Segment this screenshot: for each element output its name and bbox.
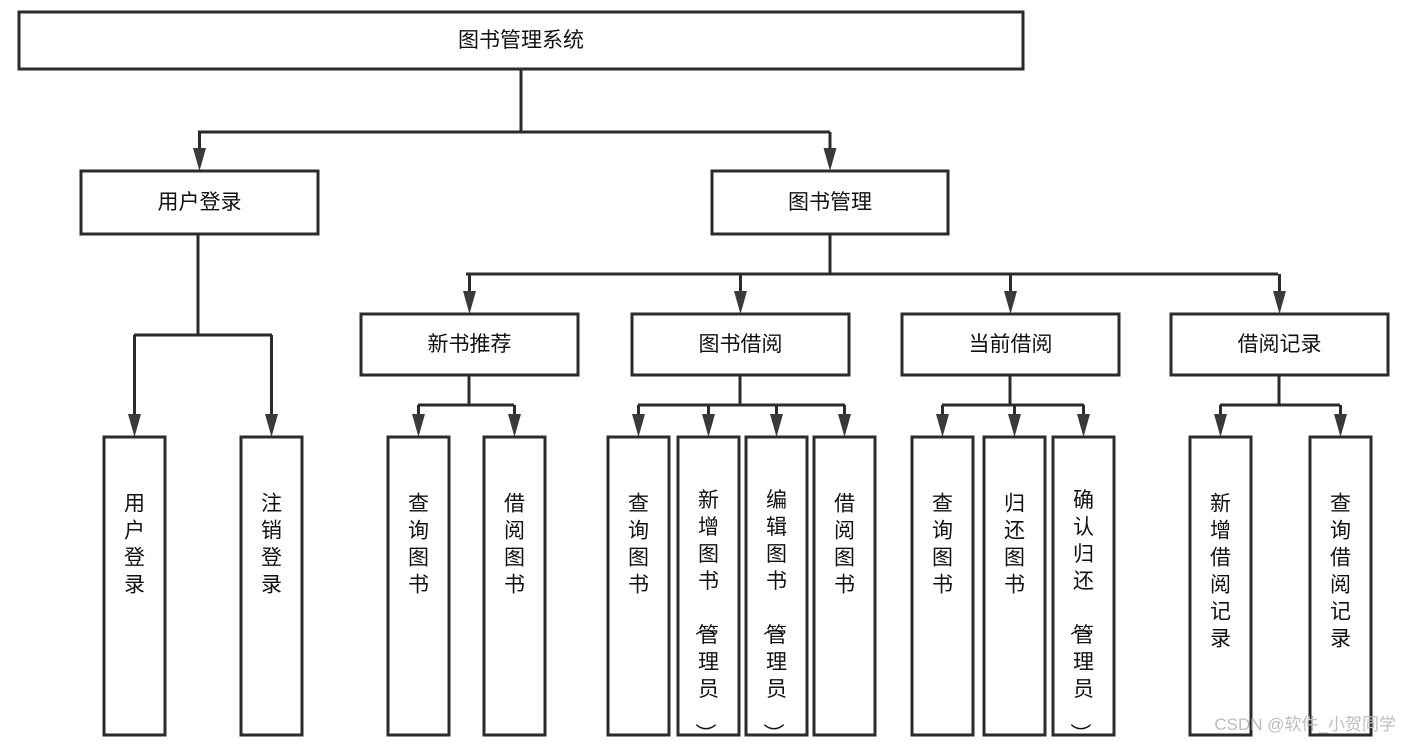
node-leaf-query-book-borrow[interactable]: 查询图书 <box>606 435 671 737</box>
node-box-leaf-query-borrow-record[interactable] <box>1308 435 1373 737</box>
node-leaf-logout[interactable]: 注销登录 <box>239 435 304 737</box>
arrow-head-icon <box>508 414 521 437</box>
node-box-leaf-logout[interactable] <box>239 435 304 737</box>
arrow-head-icon <box>936 414 949 437</box>
arrow-head-icon <box>265 414 278 437</box>
arrow-head-icon <box>1077 414 1090 437</box>
arrow-head-icon <box>770 414 783 437</box>
node-root[interactable]: 图书管理系统 <box>17 10 1025 71</box>
node-box-current-borrow[interactable] <box>900 312 1121 377</box>
node-box-leaf-add-book[interactable] <box>676 435 741 737</box>
node-leaf-borrow-book[interactable]: 借阅图书 <box>812 435 877 737</box>
node-label-book-borrow: 图书借阅 <box>699 333 783 356</box>
arrow-head-icon <box>128 414 141 437</box>
node-leaf-query-borrow-record[interactable]: 查询借阅记录 <box>1308 435 1373 737</box>
node-label-leaf-borrow-book: 借阅图书 <box>834 492 855 596</box>
arrow-head-icon <box>632 414 645 437</box>
csdn-watermark: CSDN @软件_小贺同学 <box>1214 715 1396 734</box>
node-label-leaf-confirm-return: 确认归还（管理员） <box>1068 489 1094 744</box>
node-label-leaf-user-login: 用户登录 <box>124 492 145 596</box>
node-borrow-record[interactable]: 借阅记录 <box>1169 312 1390 377</box>
node-leaf-query-book-recommend[interactable]: 查询图书 <box>386 435 451 737</box>
node-box-book-management[interactable] <box>710 169 950 236</box>
node-label-leaf-logout: 注销登录 <box>261 492 282 596</box>
node-book-management[interactable]: 图书管理 <box>710 169 950 236</box>
node-box-leaf-return-book[interactable] <box>982 435 1047 737</box>
node-leaf-confirm-return[interactable]: 确认归还（管理员） <box>1051 435 1116 744</box>
node-leaf-query-book-current[interactable]: 查询图书 <box>910 435 975 737</box>
connector-layer <box>128 69 1347 437</box>
arrow-head-icon <box>823 148 837 171</box>
node-leaf-edit-book[interactable]: 编辑图书（管理员） <box>744 435 809 744</box>
node-box-leaf-add-borrow-record[interactable] <box>1188 435 1253 737</box>
node-book-borrow[interactable]: 图书借阅 <box>630 312 851 377</box>
node-label-leaf-add-book: 新增图书（管理员） <box>693 489 719 744</box>
node-label-new-book-recommend: 新书推荐 <box>428 333 512 356</box>
node-label-root: 图书管理系统 <box>458 29 584 52</box>
node-new-book-recommend[interactable]: 新书推荐 <box>359 312 580 377</box>
node-label-leaf-query-book-recommend: 查询图书 <box>408 492 429 596</box>
node-layer: 图书管理系统用户登录图书管理新书推荐图书借阅当前借阅借阅记录用户登录注销登录查询… <box>17 10 1390 744</box>
node-leaf-return-book[interactable]: 归还图书 <box>982 435 1047 737</box>
arrow-head-icon <box>1334 414 1347 437</box>
node-label-leaf-add-borrow-record: 新增借阅记录 <box>1210 492 1231 650</box>
node-leaf-add-book[interactable]: 新增图书（管理员） <box>676 435 741 744</box>
node-leaf-user-login[interactable]: 用户登录 <box>102 435 167 737</box>
node-label-leaf-query-book-current: 查询图书 <box>932 492 953 596</box>
node-box-user-login[interactable] <box>79 169 320 236</box>
node-box-leaf-borrow-book[interactable] <box>812 435 877 737</box>
node-label-borrow-record: 借阅记录 <box>1238 333 1322 356</box>
node-box-leaf-confirm-return[interactable] <box>1051 435 1116 737</box>
arrow-head-icon <box>412 414 425 437</box>
node-box-leaf-query-book-recommend[interactable] <box>386 435 451 737</box>
node-label-leaf-query-book-borrow: 查询图书 <box>628 492 649 596</box>
node-box-borrow-record[interactable] <box>1169 312 1390 377</box>
node-box-book-borrow[interactable] <box>630 312 851 377</box>
arrow-head-icon <box>1214 414 1227 437</box>
node-label-leaf-return-book: 归还图书 <box>1004 492 1025 596</box>
node-label-leaf-query-borrow-record: 查询借阅记录 <box>1330 492 1351 650</box>
node-box-leaf-borrow-book-recommend[interactable] <box>482 435 547 737</box>
arrow-head-icon <box>838 414 851 437</box>
node-label-leaf-edit-book: 编辑图书（管理员） <box>761 489 787 744</box>
node-box-leaf-query-book-borrow[interactable] <box>606 435 671 737</box>
node-label-book-management: 图书管理 <box>788 191 872 214</box>
arrow-head-icon <box>1273 291 1286 314</box>
node-box-leaf-user-login[interactable] <box>102 435 167 737</box>
arrow-head-icon <box>1008 414 1021 437</box>
node-box-root[interactable] <box>17 10 1025 71</box>
node-user-login[interactable]: 用户登录 <box>79 169 320 236</box>
node-leaf-borrow-book-recommend[interactable]: 借阅图书 <box>482 435 547 737</box>
node-box-leaf-edit-book[interactable] <box>744 435 809 737</box>
arrow-head-icon <box>702 414 715 437</box>
node-box-new-book-recommend[interactable] <box>359 312 580 377</box>
arrow-head-icon <box>463 291 476 314</box>
arrow-head-icon <box>1004 291 1017 314</box>
node-label-user-login: 用户登录 <box>158 191 242 214</box>
node-label-current-borrow: 当前借阅 <box>969 333 1053 356</box>
node-leaf-add-borrow-record[interactable]: 新增借阅记录 <box>1188 435 1253 737</box>
node-label-leaf-borrow-book-recommend: 借阅图书 <box>504 492 525 596</box>
arrow-head-icon <box>193 148 206 171</box>
arrow-head-icon <box>734 291 747 314</box>
node-box-leaf-query-book-current[interactable] <box>910 435 975 737</box>
node-current-borrow[interactable]: 当前借阅 <box>900 312 1121 377</box>
